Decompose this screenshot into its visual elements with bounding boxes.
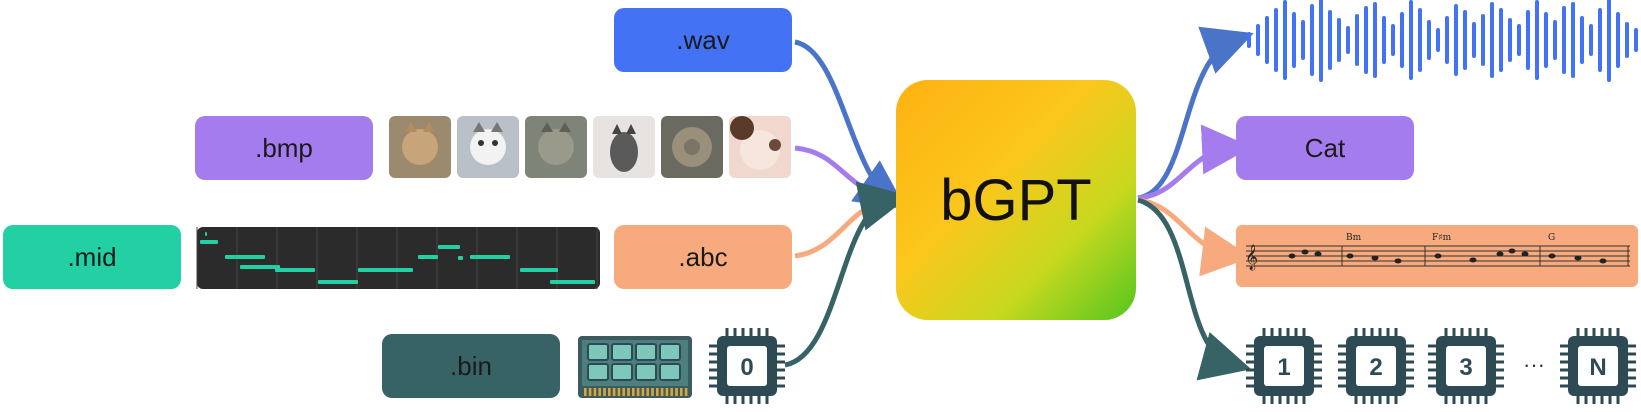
- midi-note: [200, 240, 218, 244]
- midi-note: [225, 255, 265, 259]
- model-name: bGPT: [940, 167, 1092, 233]
- chip-face: [1578, 346, 1618, 386]
- chip-face: [1446, 346, 1486, 386]
- ram-pin: [584, 388, 587, 396]
- bmp-label: .bmp: [255, 132, 313, 163]
- ram-pin: [680, 388, 683, 396]
- midi-note: [520, 268, 558, 272]
- ram-pin: [660, 388, 664, 396]
- chip-face: [727, 346, 767, 386]
- arrow-bin-to-model: [784, 181, 910, 368]
- bmp-input-label: .bmp: [195, 116, 373, 180]
- ram-pin: [603, 388, 606, 396]
- bin-input-label: .bin: [382, 334, 560, 398]
- cpu-chip-icon: 1: [1246, 328, 1322, 404]
- chord-label: F♯m: [1432, 233, 1452, 243]
- chip-label: 3: [1459, 354, 1472, 381]
- arrow-model-to-chips: [1137, 197, 1252, 381]
- midi-note: [458, 256, 463, 260]
- wav-label: .wav: [676, 24, 730, 55]
- abc-label: .abc: [678, 241, 728, 272]
- ram-pin: [636, 388, 640, 396]
- midi-note: [358, 268, 413, 272]
- midi-note: [470, 255, 510, 259]
- ram-pin: [656, 388, 659, 396]
- chip-face: [1356, 346, 1396, 386]
- ram-module-icon: [578, 336, 692, 398]
- ram-pin: [646, 388, 649, 396]
- midi-note: [275, 268, 315, 272]
- midi-note: [205, 232, 207, 236]
- midi-note: [438, 245, 460, 249]
- chip-label: 0: [740, 354, 753, 381]
- cat-label: Cat: [1304, 132, 1346, 163]
- chip-label: 1: [1277, 354, 1290, 381]
- cat-photo-icon: [457, 116, 519, 178]
- ram-pin: [665, 388, 669, 396]
- ram-pin: [598, 388, 601, 396]
- ram-pin: [684, 388, 688, 396]
- sheet-music-icon: 𝄞 Bm F♯m G: [1236, 225, 1638, 287]
- cat-images: [389, 116, 791, 178]
- ellipsis: ···: [1523, 352, 1545, 377]
- ram-pin: [651, 388, 654, 396]
- cat-photo-icon: [525, 116, 587, 178]
- ram-pin: [588, 388, 592, 396]
- chip-face: [1264, 346, 1304, 386]
- cat-photo-icon: [661, 116, 723, 178]
- mid-label: .mid: [67, 241, 117, 272]
- midi-note: [550, 280, 595, 284]
- ram-pin: [622, 388, 625, 396]
- ram-pin: [617, 388, 621, 396]
- cpu-chip-icon: 3: [1428, 328, 1504, 404]
- midi-note: [418, 255, 438, 259]
- ram-pin: [593, 388, 597, 396]
- cat-photo-icon: [593, 116, 655, 178]
- cpu-chip-icon: N: [1560, 328, 1636, 404]
- chip-label: N: [1589, 354, 1606, 381]
- ram-pin: [641, 388, 645, 396]
- arrow-model-to-wav: [1137, 26, 1254, 201]
- ram-pin: [675, 388, 678, 396]
- wav-input-label: .wav: [614, 8, 792, 72]
- ram-pin: [608, 388, 611, 396]
- midi-note: [240, 265, 280, 269]
- abc-input-label: .abc: [614, 225, 792, 289]
- chord-label: G: [1548, 233, 1555, 243]
- ram-pin: [627, 388, 630, 396]
- arrow-model-to-cat: [1137, 124, 1252, 201]
- chord-label: Bm: [1346, 233, 1362, 243]
- cat-photo-icon: [729, 116, 791, 178]
- svg-text:𝄞: 𝄞: [1245, 244, 1258, 270]
- ram-pin: [612, 388, 616, 396]
- cat-photo-icon: [389, 116, 451, 178]
- arrow-bmp-to-model: [794, 145, 891, 201]
- piano-roll-background: [197, 227, 600, 289]
- ram-pin: [670, 388, 673, 396]
- cat-output-label: Cat: [1236, 116, 1414, 180]
- audio-waveform-icon: [1247, 0, 1638, 82]
- cpu-chip-icon: 2: [1338, 328, 1414, 404]
- bin-label: .bin: [450, 350, 492, 381]
- piano-roll-icon: [196, 227, 600, 289]
- midi-note: [318, 280, 358, 284]
- cpu-chip-icon: 0: [709, 328, 785, 404]
- mid-input-label: .mid: [3, 225, 181, 289]
- chip-label: 2: [1369, 354, 1382, 381]
- ram-pin: [632, 388, 635, 396]
- bgpt-model-box: bGPT: [896, 80, 1136, 320]
